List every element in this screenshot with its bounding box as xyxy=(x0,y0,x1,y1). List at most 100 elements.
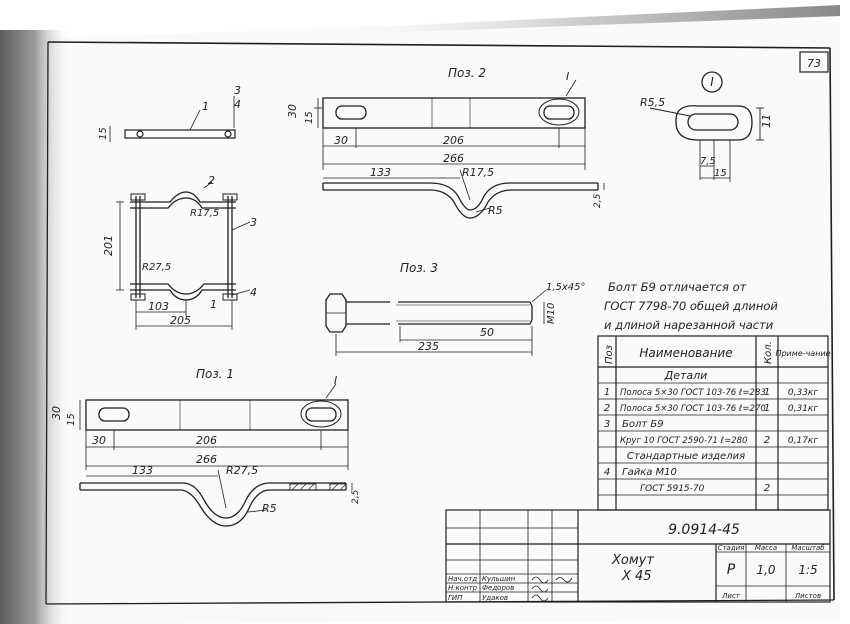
spec-row-1-note: 0,33кг xyxy=(788,388,818,398)
spec-section-parts: Детали xyxy=(664,369,708,382)
detail-callout-label: I xyxy=(710,75,714,89)
pos2-dim-266: 266 xyxy=(443,152,464,165)
assembly-dim-205: 205 xyxy=(170,314,191,327)
pos1-dim-133: 133 xyxy=(132,464,153,477)
assembly-dim-103: 103 xyxy=(148,300,169,313)
sheets-label: Листов xyxy=(794,592,821,600)
spec-row-5-name: Гайка М10 xyxy=(622,467,677,478)
note-line-1: Болт Б9 отличается от xyxy=(608,280,747,294)
spec-header-note: Приме-чание xyxy=(775,349,830,358)
pos3-title: Поз. 3 xyxy=(400,261,438,275)
pos1-radius-5: R5 xyxy=(262,502,277,515)
pos1-thickness: 2,5 xyxy=(351,489,361,504)
pos2-dim-206: 206 xyxy=(443,134,464,147)
role-1: Нач.отд xyxy=(448,575,477,583)
paper-sheet xyxy=(0,10,840,624)
stage-value: Р xyxy=(727,562,736,578)
pos2-thickness: 2,5 xyxy=(593,193,603,208)
spec-row-2-note: 0,31кг xyxy=(788,404,818,414)
pos2-dim-30: 30 xyxy=(334,134,348,147)
spec-table-grid xyxy=(597,335,829,511)
spec-row-2-pos: 2 xyxy=(604,403,610,414)
pos3-thread: М10 xyxy=(546,303,557,324)
pos2-radius-5: R5 xyxy=(488,204,503,217)
pos3-dim-235: 235 xyxy=(418,340,439,353)
page-number: 73 xyxy=(807,57,821,70)
spec-row-3-name: Болт Б9 xyxy=(622,419,664,430)
pos1-height-30: 30 xyxy=(50,406,63,420)
spec-row-1-qty: 1 xyxy=(764,387,770,398)
document-code: 9.0914-45 xyxy=(668,522,740,538)
pos3-bolt xyxy=(325,289,547,356)
detail-radius: R5,5 xyxy=(640,96,665,109)
pos2-height-15: 15 xyxy=(304,111,315,124)
spec-row-1-pos: 1 xyxy=(604,387,610,398)
spec-row-4-qty: 2 xyxy=(764,435,770,446)
pos1-dim-30: 30 xyxy=(92,434,106,447)
pos1-callout: I xyxy=(334,374,337,387)
spec-row-3-pos: 3 xyxy=(604,419,610,430)
sheet-label: Лист xyxy=(721,592,741,600)
pos2-callout: I xyxy=(566,70,569,83)
small-strip-tag-3: 3 xyxy=(234,84,241,97)
note-line-2: ГОСТ 7798-70 общей длиной xyxy=(604,299,778,313)
assembly-view xyxy=(116,181,251,330)
title-block-grid xyxy=(445,509,831,603)
assembly-tag-2: 2 xyxy=(208,174,215,187)
spec-row-4-note: 0,17кг xyxy=(788,436,818,446)
spec-header-pos: Поз xyxy=(604,345,615,364)
signatures xyxy=(531,576,573,602)
pos2-radius-17-5: R17,5 xyxy=(462,166,494,179)
top-scan-shadow xyxy=(300,5,840,36)
pos2-strip-plan xyxy=(314,79,586,170)
assembly-radius-27-5: R27,5 xyxy=(142,262,171,273)
detail-I xyxy=(649,71,764,182)
spec-row-4-name: Круг 10 ГОСТ 2590-71 ℓ=280 xyxy=(620,436,747,446)
spec-row-6-qty: 2 xyxy=(764,483,770,494)
pos2-title: Поз. 2 xyxy=(448,66,486,80)
mass-value: 1,0 xyxy=(756,563,775,577)
role-3: ГИП xyxy=(448,594,463,602)
role-2-name: Федоров xyxy=(482,584,514,592)
spec-section-standard: Стандартные изделия xyxy=(627,451,745,462)
scale-label: Масштаб xyxy=(791,544,825,552)
pos1-height-15: 15 xyxy=(66,413,77,426)
pos1-strip-side xyxy=(79,469,353,527)
pos2-dim-133: 133 xyxy=(370,166,391,179)
mass-label: Масса xyxy=(755,544,777,552)
assembly-dim-201: 201 xyxy=(102,235,115,256)
note-line-3: и длиной нарезанной части xyxy=(604,318,774,332)
pos1-strip-plan xyxy=(79,383,349,470)
pos3-chamfer: 1,5х45° xyxy=(546,282,586,293)
small-strip-height-15: 15 xyxy=(98,127,109,140)
assembly-tag-1: 1 xyxy=(210,298,217,311)
sheet-frame xyxy=(45,41,835,605)
role-3-name: Удаков xyxy=(482,594,508,602)
pos3-dim-50: 50 xyxy=(480,326,494,339)
pos1-radius-27-5: R27,5 xyxy=(226,464,258,477)
small-strip-tag-1: 1 xyxy=(202,100,209,113)
pos2-height-30: 30 xyxy=(286,104,299,118)
spec-row-5-pos: 4 xyxy=(604,467,610,478)
small-strip-tag-4: 4 xyxy=(234,98,241,111)
stage-label: Стадия xyxy=(718,544,745,552)
spec-header-qty: Кол. xyxy=(763,341,774,364)
spec-row-6-name: ГОСТ 5915-70 xyxy=(640,484,705,494)
assembly-radius-17-5: R17,5 xyxy=(190,208,219,219)
assembly-tag-4: 4 xyxy=(250,286,257,299)
spec-row-2-name: Полоса 5×30 ГОСТ 103-76 ℓ=270 xyxy=(620,404,766,414)
detail-dim-a: 7,5 xyxy=(700,156,716,167)
detail-height: 11 xyxy=(760,114,773,128)
pos1-dim-266: 266 xyxy=(196,453,217,466)
pos2-strip-side xyxy=(322,169,605,219)
assembly-tag-3: 3 xyxy=(250,216,257,229)
spec-header-name: Наименование xyxy=(639,346,732,360)
small-strip-view xyxy=(109,96,236,142)
pos1-dim-206: 206 xyxy=(196,434,217,447)
title-line-1: Хомут xyxy=(611,553,654,568)
role-1-name: Кульшин xyxy=(482,575,516,583)
role-2: Н.контр xyxy=(448,584,478,592)
detail-dim-b: 15 xyxy=(714,168,727,179)
scale-value: 1:5 xyxy=(798,563,817,577)
